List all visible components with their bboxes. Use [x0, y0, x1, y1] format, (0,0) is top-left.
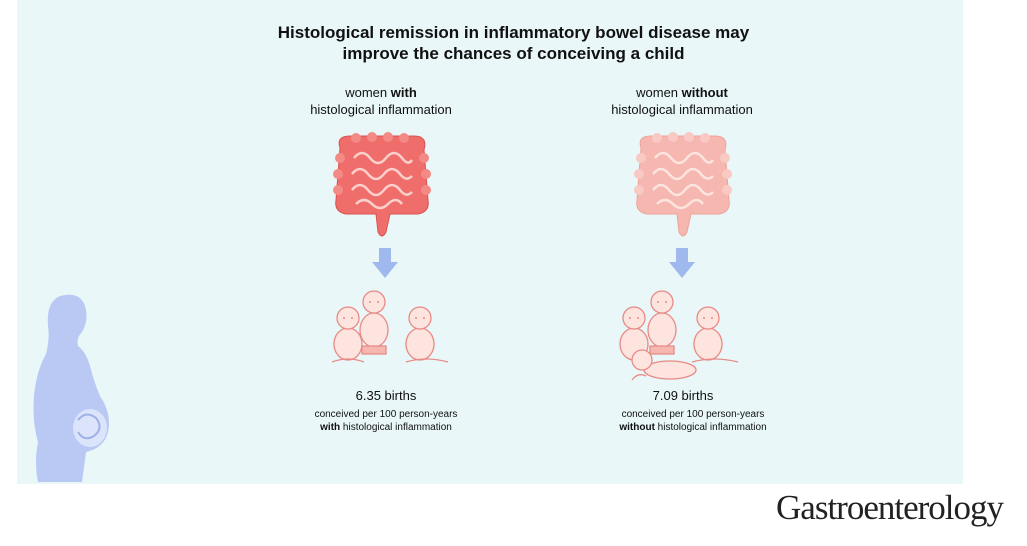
pregnant-woman-icon: [33, 294, 109, 482]
right-births-value: 7.09 births: [652, 388, 714, 403]
three-babies-icon: [331, 290, 449, 363]
right-heading-prefix: women: [636, 85, 682, 100]
title-line-2: improve the chances of conceiving a chil…: [342, 44, 685, 63]
left-heading-line2: histological inflammation: [310, 102, 452, 117]
right-sub-bold: without: [619, 422, 655, 433]
right-births-description: conceived per 100 person-years without h…: [603, 408, 783, 434]
right-sub-rest: histological inflammation: [654, 422, 767, 433]
left-heading-bold: with: [390, 85, 417, 100]
title-line-1: Histological remission in inflammatory b…: [277, 23, 750, 42]
down-arrow-icon: [669, 248, 695, 278]
right-heading-line2: histological inflammation: [611, 102, 753, 117]
left-sub-bold: with: [320, 422, 341, 433]
journal-logo: Gastroenterology: [776, 488, 1004, 527]
inflamed-colon-icon: [333, 132, 431, 237]
left-births-description: conceived per 100 person-years with hist…: [296, 408, 476, 434]
four-babies-icon: [619, 290, 739, 381]
left-column-heading: women with histological inflammation: [281, 84, 481, 118]
right-heading-bold: without: [681, 85, 728, 100]
page-title: Histological remission in inflammatory b…: [0, 22, 1027, 64]
down-arrow-icon: [372, 248, 398, 278]
left-births-value: 6.35 births: [355, 388, 417, 403]
left-heading-prefix: women: [345, 85, 391, 100]
right-column-heading: women without histological inflammation: [582, 84, 782, 118]
healthy-colon-icon: [634, 132, 732, 237]
infographic-panel: [17, 0, 963, 484]
left-sub-line1: conceived per 100 person-years: [314, 409, 458, 420]
right-sub-line1: conceived per 100 person-years: [621, 409, 765, 420]
left-sub-rest: histological inflammation: [340, 422, 452, 433]
